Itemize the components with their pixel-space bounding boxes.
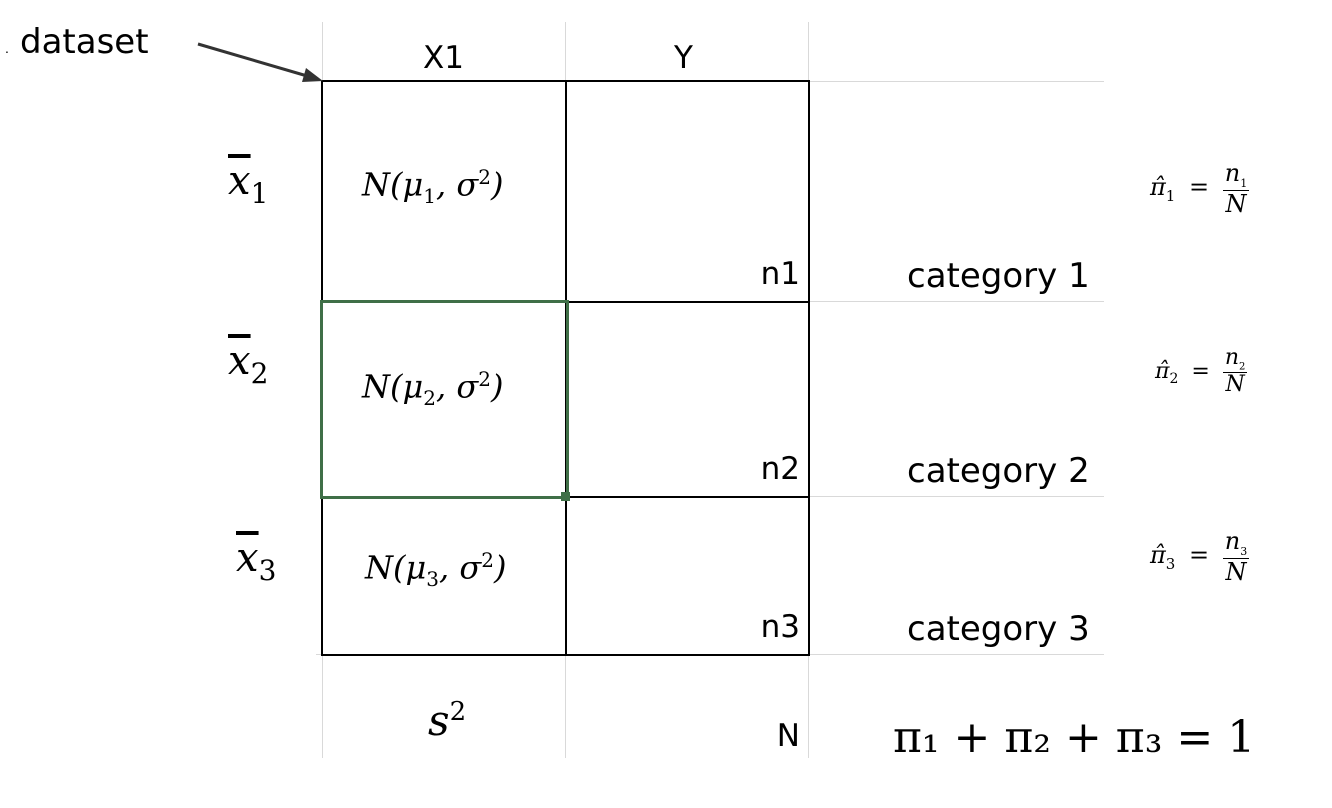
mean-x3: x3 [236,535,277,587]
count-n2: n2 [760,451,800,487]
total-n: N [776,718,800,754]
cell-y-row3 [565,496,810,656]
grid-line-row-1 [808,301,1104,302]
distribution-row3: N(μ3, σ2) [365,548,507,592]
distribution-row2: N(μ2, σ2) [362,367,504,411]
grid-line-row-2 [808,496,1104,497]
category-3: category 3 [907,609,1090,649]
count-n3: n3 [760,609,800,645]
annotation-marker: . [5,40,9,56]
distribution-row1: N(μ1, σ2) [362,165,504,209]
selected-cell-x1-row2[interactable] [320,300,569,499]
count-n1: n1 [760,256,800,292]
sample-variance: s2 [428,696,467,745]
pi-sum-equation: π₁ + π₂ + π₃ = 1 [893,712,1256,763]
mean-x1: x1 [228,158,269,210]
mean-x2: x2 [228,338,269,390]
header-y: Y [674,40,693,76]
header-x1: X1 [423,40,464,76]
category-2: category 2 [907,451,1090,491]
fill-handle[interactable] [561,492,570,501]
dataset-label: dataset [20,22,149,62]
grid-line-row-header [808,81,1104,82]
category-1: category 1 [907,256,1090,296]
dataset-arrow-icon [197,42,323,82]
